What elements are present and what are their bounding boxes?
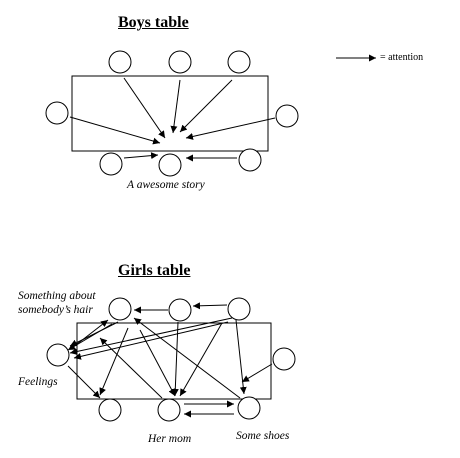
girls-topic-shoes: Some shoes xyxy=(236,430,290,442)
attention-arrow xyxy=(73,321,229,360)
boys-table xyxy=(71,75,269,152)
boys-seat xyxy=(45,101,69,125)
girls-seat xyxy=(108,297,132,321)
girls-seat xyxy=(237,396,261,420)
attention-arrow xyxy=(241,363,273,383)
attention-arrow xyxy=(185,117,276,140)
boys-seat xyxy=(238,148,262,172)
girls-seat xyxy=(227,297,251,321)
attention-arrow xyxy=(235,319,247,395)
attention-arrow xyxy=(123,77,166,139)
girls-seat xyxy=(168,298,192,322)
girls-seat xyxy=(98,398,122,422)
girls-seat xyxy=(46,343,70,367)
boys-seat xyxy=(275,104,299,128)
boys-topic-caption: A awesome story xyxy=(127,179,205,191)
attention-arrow xyxy=(69,116,161,145)
girls-attention-arrows xyxy=(67,302,273,418)
boys-seat xyxy=(158,153,182,177)
boys-seat xyxy=(227,50,251,74)
attention-arrow xyxy=(179,322,223,397)
girls-table-title: Girls table xyxy=(118,262,191,279)
girls-topic-mom: Her mom xyxy=(148,433,192,445)
boys-seat xyxy=(99,152,123,176)
attention-arrow xyxy=(139,329,176,397)
boys-seat xyxy=(168,50,192,74)
attention-arrow xyxy=(71,319,109,349)
attention-arrow xyxy=(192,302,228,310)
boys-table-title: Boys table xyxy=(118,14,189,31)
girls-seat xyxy=(272,347,296,371)
attention-arrow xyxy=(69,321,119,347)
girls-topic-hair-line2: somebody’s hair xyxy=(18,304,93,316)
attention-arrow xyxy=(170,79,181,134)
girls-topic-hair-line1: Something about xyxy=(18,290,96,302)
boys-attention-arrows xyxy=(69,77,276,162)
girls-table xyxy=(76,322,272,400)
girls-seats xyxy=(46,297,296,422)
attention-arrow xyxy=(99,337,163,399)
attention-arrow xyxy=(179,79,233,133)
girls-topic-feelings: Feelings xyxy=(18,376,58,388)
legend-label: = attention xyxy=(380,52,424,63)
attention-arrow xyxy=(69,317,233,355)
attention-arrow xyxy=(171,321,179,397)
attention-arrow xyxy=(99,327,129,396)
attention-arrow xyxy=(133,317,241,399)
girls-topic-hair: Something about somebody’s hair xyxy=(18,289,96,317)
girls-seat xyxy=(157,398,181,422)
attention-arrow xyxy=(67,365,101,399)
boys-seat xyxy=(108,50,132,74)
attention-arrow xyxy=(123,152,159,160)
boys-seats xyxy=(45,50,299,177)
